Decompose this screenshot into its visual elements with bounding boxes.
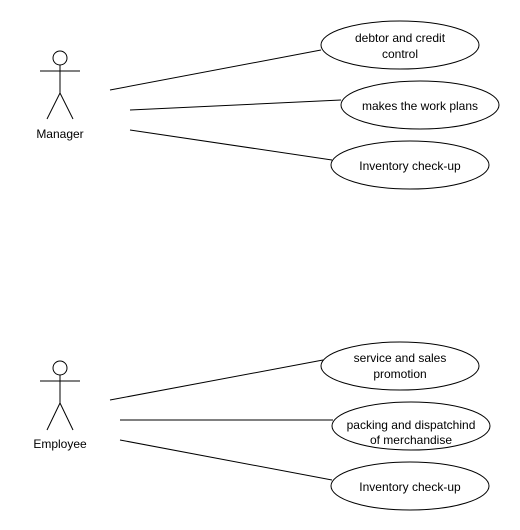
stick-figure-icon [40,50,80,120]
use-case-label-line: of merchandise [370,433,452,447]
actor-manager: Manager [36,50,84,141]
use-case-work-plans: makes the work plans [340,80,500,130]
use-case-inventory-check-manager: Inventory check-up [330,140,490,190]
use-case-label-line: promotion [373,367,426,381]
use-case-label-line: makes the work plans [362,99,478,113]
use-case-packing-dispatching: packing and dispatchind of merchandise [331,401,491,451]
association-employee-service-sales [109,359,324,401]
use-case-label-line: debtor and credit [355,31,446,45]
actor-employee: Employee [33,360,87,451]
use-case-service-sales-promotion: service and sales promotion [320,341,480,391]
association-manager-inventory [129,129,333,161]
use-case-label-line: control [382,47,418,61]
use-case-debtor-credit-control: debtor and credit control [320,20,480,70]
use-case-label-line: Inventory check-up [359,159,461,173]
stick-figure-icon [40,360,80,431]
use-case-inventory-check-employee: Inventory check-up [330,461,490,511]
use-case-label-line: Inventory check-up [359,480,461,494]
use-case-label-line: service and sales [354,351,447,365]
association-manager-debtor-credit [109,49,322,91]
use-case-label-line: packing and dispatchind [347,418,476,432]
association-employee-inventory [119,439,333,481]
association-manager-work-plans [129,99,342,111]
actor-label: Employee [33,437,87,451]
actor-label: Manager [36,127,83,141]
